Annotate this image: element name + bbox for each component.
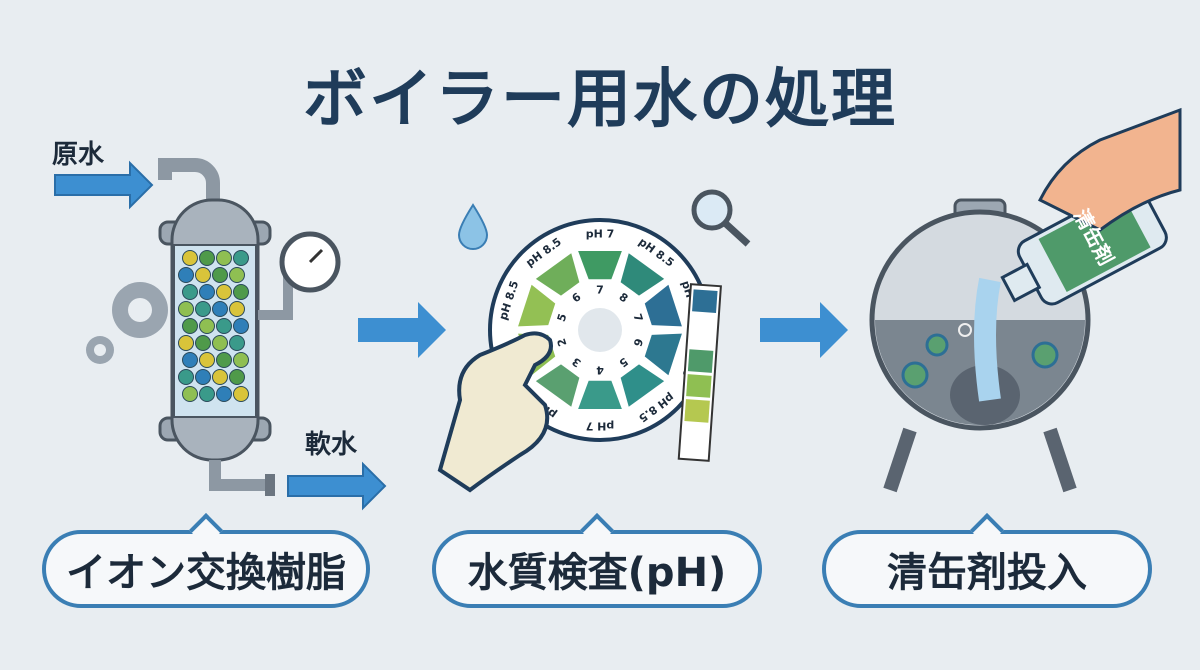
resin-bead — [195, 301, 211, 317]
resin-bead — [233, 284, 249, 300]
ion-exchange-column — [54, 158, 387, 511]
ph-wheel-label: 2 — [555, 337, 570, 348]
soft-water-label: 軟水 — [305, 430, 358, 460]
ph-wheel-label: 7 — [631, 312, 646, 323]
ph-color-segment — [620, 253, 665, 296]
resin-bead — [229, 335, 245, 351]
resin-bead — [199, 386, 215, 402]
resin-bead — [233, 318, 249, 334]
cleaner-bottle — [1000, 183, 1168, 306]
resin-bead — [199, 318, 215, 334]
ph-color-segment — [578, 380, 622, 410]
gear-icon — [86, 282, 168, 364]
resin-bead — [233, 386, 249, 402]
resin-bead — [216, 250, 232, 266]
ph-wheel-label: 5 — [555, 312, 570, 323]
resin-bead — [216, 352, 232, 368]
resin-bead — [182, 352, 198, 368]
ph-color-segment — [578, 250, 622, 280]
ph-wheel-label: 4 — [596, 363, 604, 376]
resin-bead — [195, 369, 211, 385]
ph-color-segment — [620, 364, 665, 407]
ph-wheel-label: pH 7 — [586, 228, 615, 241]
raw-water-label: 原水 — [52, 140, 105, 170]
arrow-right-icon — [287, 461, 387, 511]
ph-wheel-label: 7 — [596, 284, 604, 297]
resin-bead — [212, 335, 228, 351]
resin-bead — [178, 267, 194, 283]
resin-bead — [199, 352, 215, 368]
ph-color-segment — [535, 364, 580, 407]
caption-text: 清缶剤投入 — [887, 550, 1087, 596]
water-drop-icon — [457, 203, 489, 250]
resin-bead — [212, 369, 228, 385]
ph-color-segment — [644, 284, 682, 327]
resin-bead — [229, 369, 245, 385]
boiler-tank — [869, 107, 1182, 493]
caption-cleaner: 清缶剤投入 — [822, 530, 1152, 608]
resin-bead — [229, 301, 245, 317]
resin-bead — [178, 301, 194, 317]
resin-bead — [199, 250, 215, 266]
ph-wheel-label: pH 7 — [586, 419, 615, 432]
resin-bead — [212, 301, 228, 317]
page-title: ボイラー用水の処理 — [303, 63, 897, 137]
gloved-hand — [437, 331, 553, 493]
resin-bead — [195, 267, 211, 283]
caption-text: イオン交換樹脂 — [66, 550, 346, 596]
ph-wheel-label: 6 — [630, 337, 645, 349]
caption-text: 水質検査(pH) — [467, 550, 727, 596]
resin-bead — [199, 284, 215, 300]
hand — [1037, 107, 1182, 232]
ph-color-segment — [644, 333, 682, 376]
resin-bead — [178, 369, 194, 385]
resin-bead — [229, 267, 245, 283]
arrow-right-icon — [54, 160, 154, 210]
caption-ion-exchange: イオン交換樹脂 — [42, 530, 370, 608]
ph-color-segment — [535, 253, 580, 296]
caption-water-test: 水質検査(pH) — [432, 530, 762, 608]
resin-bead — [182, 386, 198, 402]
ph-color-segment — [518, 284, 556, 327]
resin-bead — [182, 318, 198, 334]
arrow-right-icon — [358, 302, 446, 358]
resin-bead — [178, 335, 194, 351]
resin-bead — [212, 267, 228, 283]
resin-bead — [216, 318, 232, 334]
resin-bead — [216, 284, 232, 300]
resin-bead — [233, 250, 249, 266]
resin-bead — [233, 352, 249, 368]
resin-bead — [195, 335, 211, 351]
resin-bead — [216, 386, 232, 402]
resin-bead — [182, 250, 198, 266]
resin-bead — [182, 284, 198, 300]
magnifier-icon — [691, 189, 751, 247]
arrow-right-icon — [760, 302, 848, 358]
